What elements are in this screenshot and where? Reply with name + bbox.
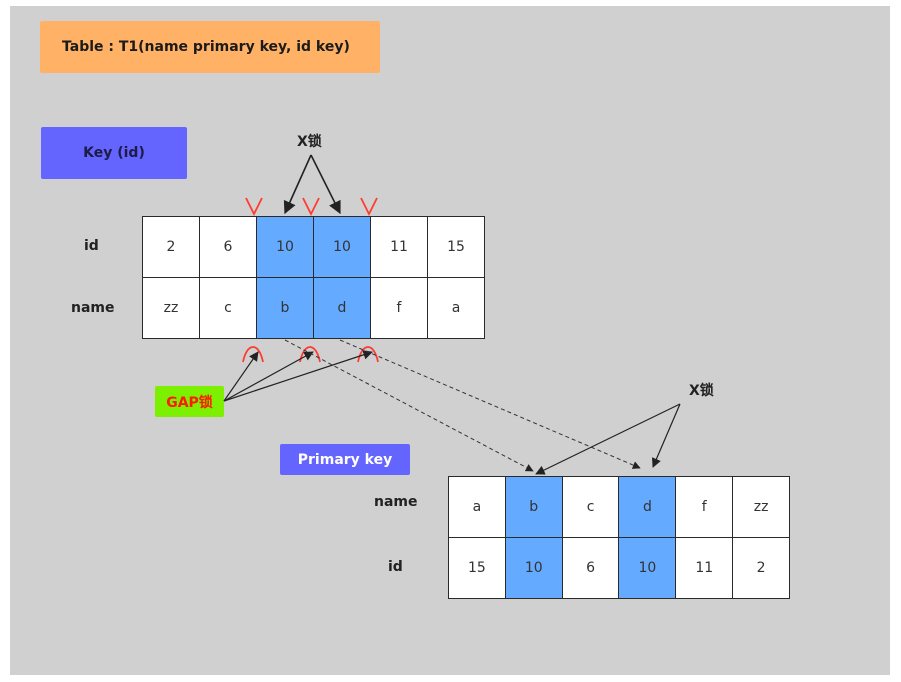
table-title: Table : T1(name primary key, id key) [40,21,380,73]
pk-cell-id-2: 6 [561,537,620,599]
key-cell-name-3: d [313,277,371,339]
table-row: 2 6 10 10 11 15 [142,216,485,278]
pk-cell-name-2: c [561,476,620,538]
pk-cell-name-1: b [504,476,563,538]
key-cell-id-0: 2 [142,216,200,278]
pk-cell-id-1: 10 [504,537,563,599]
key-cell-name-0: zz [142,277,200,339]
table-row: 15 10 6 10 11 2 [448,537,790,599]
gap-lock-label: GAP锁 [155,386,224,417]
key-cell-id-5: 15 [427,216,485,278]
key-row-label-name: name [71,300,115,316]
key-cell-id-2: 10 [256,216,314,278]
key-index-label: Key (id) [41,127,187,179]
pk-cell-id-4: 11 [675,537,734,599]
primary-key-label: Primary key [280,444,410,475]
key-cell-name-2: b [256,277,314,339]
key-cell-id-3: 10 [313,216,371,278]
key-index-table: 2 6 10 10 11 15 zz c b d f a [142,216,485,339]
x-lock-label-bottom: X锁 [689,383,714,399]
pk-cell-id-5: 2 [732,537,790,599]
table-row: a b c d f zz [448,476,790,538]
key-cell-id-4: 11 [370,216,428,278]
x-lock-label-top: X锁 [297,134,322,150]
pk-cell-name-0: a [448,476,506,538]
pk-cell-name-3: d [618,476,677,538]
pk-cell-name-5: zz [732,476,790,538]
key-cell-name-5: a [427,277,485,339]
table-row: zz c b d f a [142,277,485,339]
pk-cell-id-3: 10 [618,537,677,599]
pk-cell-id-0: 15 [448,537,506,599]
primary-key-table: a b c d f zz 15 10 6 10 11 2 [448,476,790,599]
pk-row-label-name: name [374,494,418,510]
key-cell-name-4: f [370,277,428,339]
pk-row-label-id: id [388,559,403,575]
key-row-label-id: id [84,238,99,254]
key-cell-id-1: 6 [199,216,257,278]
key-cell-name-1: c [199,277,257,339]
pk-cell-name-4: f [675,476,734,538]
